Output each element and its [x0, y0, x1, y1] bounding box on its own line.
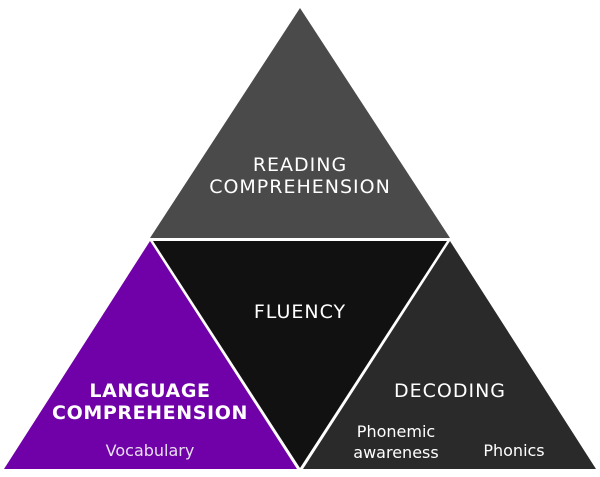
vocabulary-label: Vocabulary [50, 441, 250, 461]
phonics-label-text: Phonics [483, 441, 545, 460]
language-label-line1: LANGUAGE [89, 380, 211, 402]
fluency-triangle [153, 241, 447, 468]
phonemic-label-line1: Phonemic [356, 422, 436, 441]
decoding-label: DECODING [350, 380, 550, 402]
language-comprehension-label: LANGUAGE COMPREHENSION [10, 380, 290, 425]
phonemic-awareness-label: Phonemic awareness [336, 422, 456, 464]
decoding-triangle [303, 241, 596, 469]
decoding-label-text: DECODING [393, 380, 507, 402]
reading-label-line2: COMPREHENSION [209, 176, 391, 199]
phonemic-label-line2: awareness [353, 442, 439, 462]
fluency-label-text: FLUENCY [253, 301, 347, 323]
reading-comprehension-label: READING COMPREHENSION [150, 154, 450, 199]
reading-comprehension-triangle [150, 8, 450, 238]
reading-label-line1: READING [252, 154, 348, 176]
phonics-label: Phonics [464, 441, 564, 461]
language-label-line2: COMPREHENSION [52, 402, 248, 425]
vocabulary-label-text: Vocabulary [105, 441, 195, 460]
fluency-label: FLUENCY [200, 301, 400, 323]
language-comprehension-triangle [4, 241, 297, 469]
